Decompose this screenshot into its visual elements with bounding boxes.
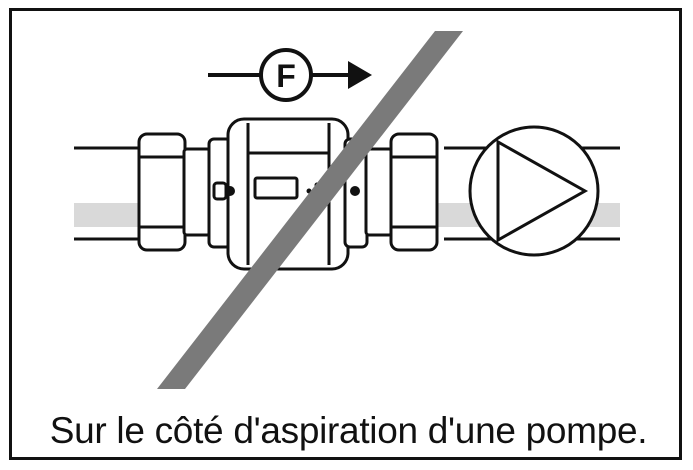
pump-icon	[468, 125, 600, 257]
left-nut	[137, 132, 212, 252]
diagram-caption: Sur le côté d'aspiration d'une pompe.	[49, 410, 648, 451]
flow-direction-arrow-icon: F	[208, 48, 372, 102]
prohibited-strike-icon	[157, 31, 463, 389]
flow-sensor	[207, 117, 369, 271]
right-screw	[350, 186, 360, 196]
sensor-display	[253, 176, 299, 200]
installation-diagram: F	[74, 31, 620, 389]
flow-label: F	[276, 58, 296, 94]
diagram-frame: F Sur le côté d'aspiration d'une pompe.	[9, 8, 682, 460]
right-nut	[364, 132, 439, 252]
left-screw	[212, 181, 228, 201]
